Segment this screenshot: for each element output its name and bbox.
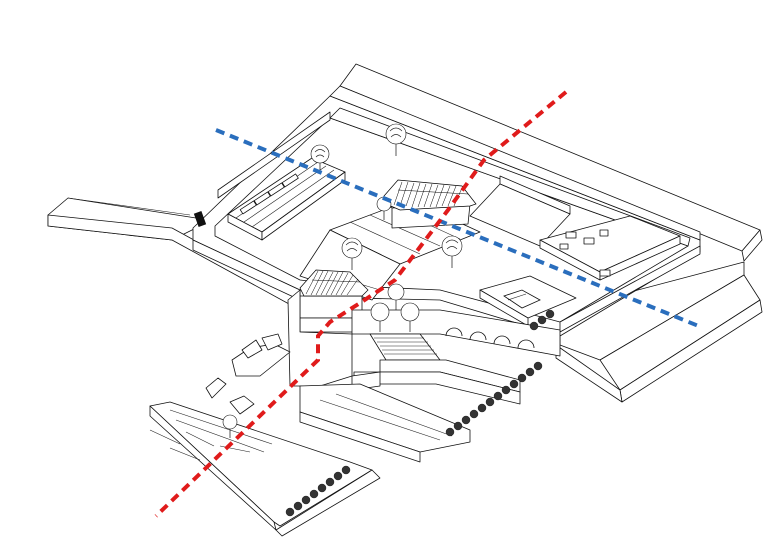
tree	[387, 283, 405, 310]
secondary-axis-line	[215, 128, 702, 329]
tree	[222, 414, 238, 438]
gate-hall	[299, 269, 369, 333]
trees-row	[285, 309, 555, 517]
axis-lines	[154, 90, 702, 518]
tree	[400, 302, 420, 332]
tree	[310, 144, 330, 174]
right-wing	[469, 175, 701, 333]
primary-axis-line	[154, 90, 568, 518]
outer-platform	[339, 63, 763, 403]
tree	[341, 237, 363, 270]
lower-terraces	[149, 289, 561, 537]
tree	[370, 302, 390, 332]
tree	[385, 123, 407, 156]
tree	[441, 235, 463, 268]
